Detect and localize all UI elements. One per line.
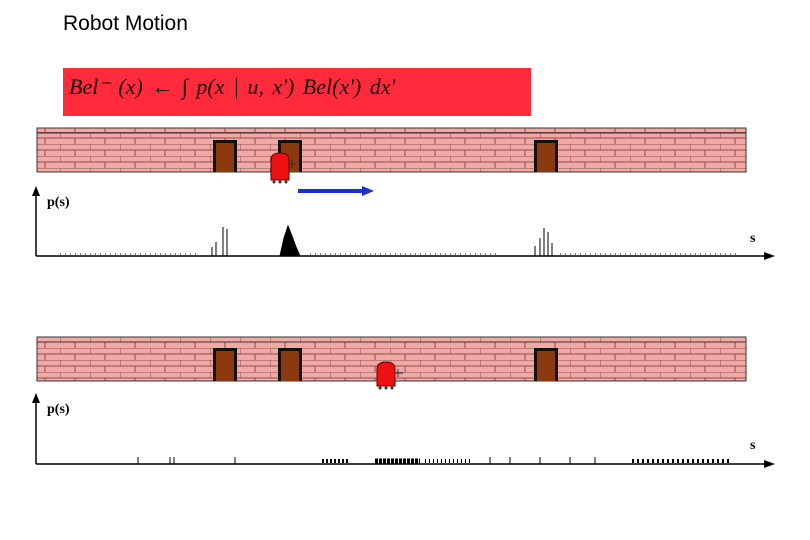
motion-arrow-icon	[298, 186, 374, 196]
y-axis-label-bottom: p(s)	[47, 402, 70, 417]
motion-formula: Bel⁻ (x) ← ∫ p(x | u, x') Bel(x') dx'	[63, 68, 531, 116]
door-icon	[534, 348, 558, 381]
robot-icon	[376, 361, 403, 390]
door-icon	[534, 140, 558, 172]
x-axis-label-top: s	[750, 231, 756, 246]
axes-top	[32, 186, 775, 260]
door-icon	[213, 140, 237, 172]
belief-bottom	[137, 457, 730, 464]
door-icon	[278, 348, 302, 381]
x-axis-label-bottom: s	[750, 438, 756, 453]
axes-bottom	[32, 393, 775, 468]
wall-top	[36, 127, 747, 173]
formula-text: Bel⁻ (x) ← ∫ p(x | u, x') Bel(x') dx'	[69, 74, 396, 99]
slide-title: Robot Motion	[63, 12, 188, 35]
door-icon	[213, 348, 237, 381]
robot-icon	[270, 152, 296, 184]
belief-top	[60, 224, 740, 257]
y-axis-label-top: p(s)	[47, 195, 70, 210]
